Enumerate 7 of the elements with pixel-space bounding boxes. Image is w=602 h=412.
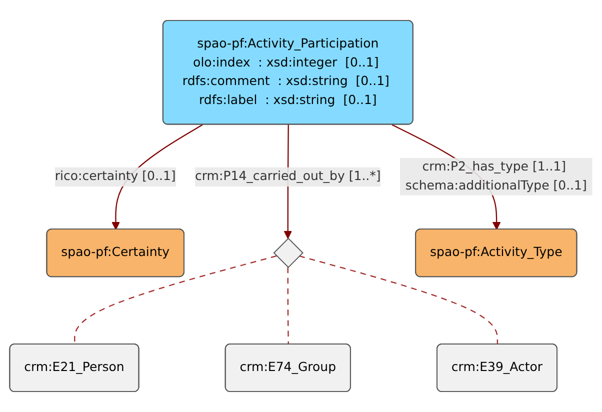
- edge-label: crm:P14_carried_out_by [1..*]: [195, 169, 381, 184]
- connector: [74, 255, 277, 344]
- node-diamond: [273, 238, 304, 268]
- edge-label: rico:certainty [0..1]: [54, 169, 176, 184]
- edge-label: crm:P2_has_type [1..1] schema:additionalType [0..1]: [405, 160, 587, 194]
- connector: [287, 267, 289, 344]
- connector: [299, 255, 498, 344]
